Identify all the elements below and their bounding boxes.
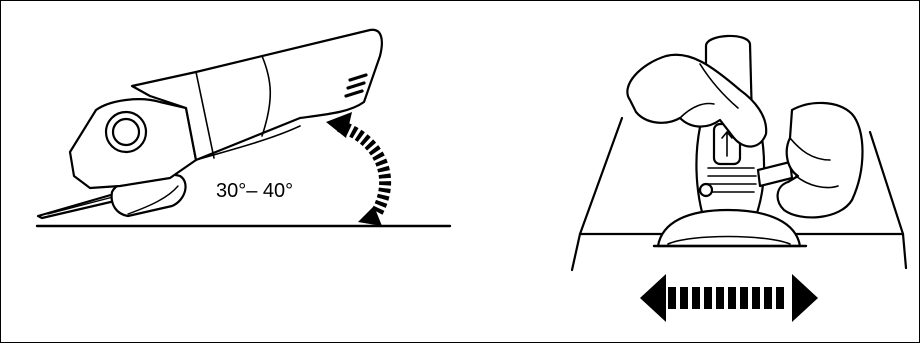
motor-housing (130, 28, 383, 162)
grinder-guard (656, 208, 802, 248)
side-handle (756, 160, 794, 188)
arc-arrowhead-top (326, 112, 352, 138)
angle-range-label: 30°– 40° (216, 180, 294, 202)
motion-arrow-left-head (640, 274, 666, 322)
arc-arrowhead-bottom (358, 206, 382, 226)
operator-hands (626, 53, 864, 219)
hand-left (776, 101, 864, 219)
grinder-side-view (35, 28, 452, 228)
angle-arc-arrow (326, 112, 391, 226)
side-knob (698, 182, 714, 198)
spindle-lock-button (104, 110, 148, 154)
vent-slots (344, 73, 368, 98)
motion-arrow-right-head (792, 274, 818, 322)
motion-arrow (640, 274, 818, 322)
